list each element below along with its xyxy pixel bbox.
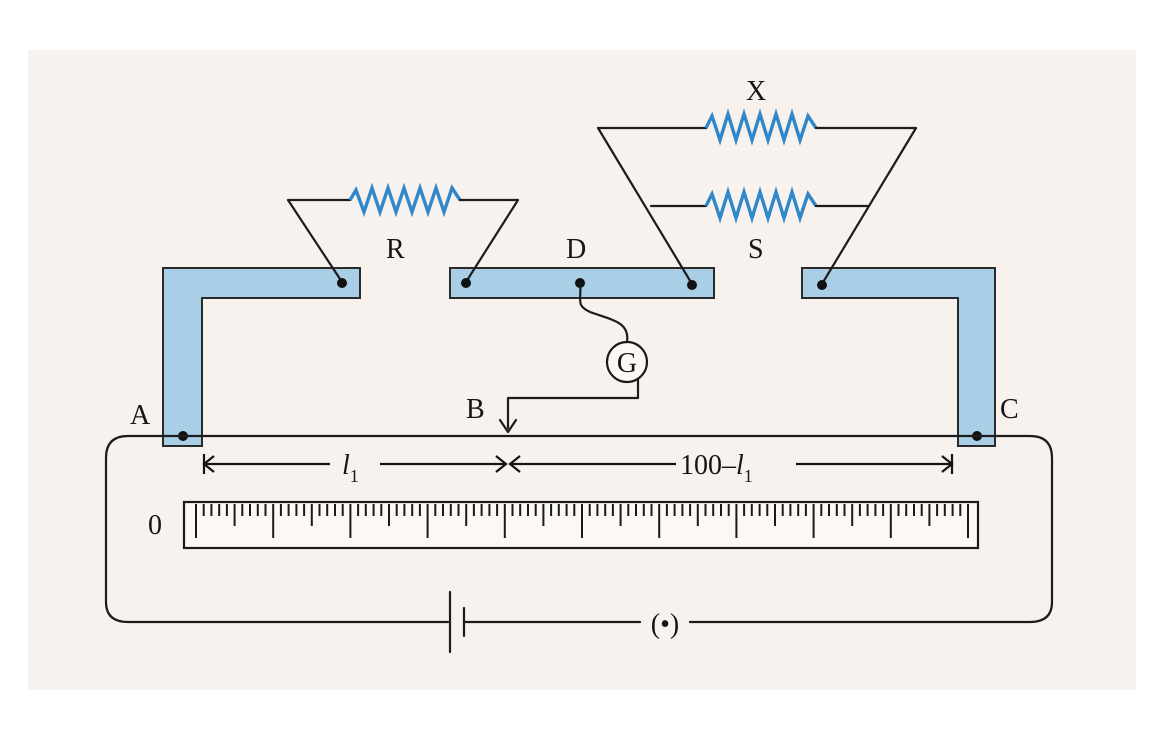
l2-prefix: 100–	[680, 450, 737, 481]
l1-label-bg	[330, 446, 380, 482]
terminal-xs-left	[687, 280, 697, 290]
galvanometer-label: G	[617, 348, 637, 379]
scale-zero-label: 0	[148, 510, 162, 541]
galvanometer-lead-d	[578, 281, 629, 344]
l1-label: l1	[342, 450, 359, 486]
l1-arrow-right-head	[495, 455, 508, 473]
l2-label: 100–l1	[680, 450, 753, 486]
parallel-right-wire	[814, 126, 918, 286]
label-d: D	[566, 234, 586, 265]
page-background	[28, 50, 1136, 690]
circuit-right-loop	[161, 434, 1054, 624]
l1-var: l	[342, 450, 350, 481]
meter-scale-ticks	[195, 504, 969, 538]
label-r: R	[386, 234, 405, 265]
terminal-xs-right	[817, 280, 827, 290]
terminal-r-left	[337, 278, 347, 288]
terminal-r-right	[461, 278, 471, 288]
circuit-left-loop	[104, 434, 450, 624]
label-s: S	[748, 234, 764, 265]
resistor-s	[704, 186, 818, 224]
parallel-left-wire	[596, 126, 708, 286]
l1-sub: 1	[350, 466, 359, 486]
key-symbol: (•)	[651, 609, 679, 640]
galvanometer	[605, 340, 649, 384]
l2-sub: 1	[744, 466, 753, 486]
label-b: B	[466, 394, 485, 425]
resistor-r-left-lead	[286, 198, 352, 284]
l2-var: l	[736, 450, 744, 481]
resistor-r	[348, 182, 462, 218]
jockey-wire	[506, 378, 640, 430]
l2-arrow-left-head	[508, 455, 521, 473]
resistor-r-right-lead	[458, 198, 520, 284]
l2-label-bg	[676, 446, 796, 482]
jockey-tip	[498, 418, 518, 434]
label-x: X	[746, 76, 766, 107]
label-c: C	[1000, 394, 1019, 425]
label-a: A	[130, 400, 151, 431]
resistor-x	[704, 108, 818, 146]
